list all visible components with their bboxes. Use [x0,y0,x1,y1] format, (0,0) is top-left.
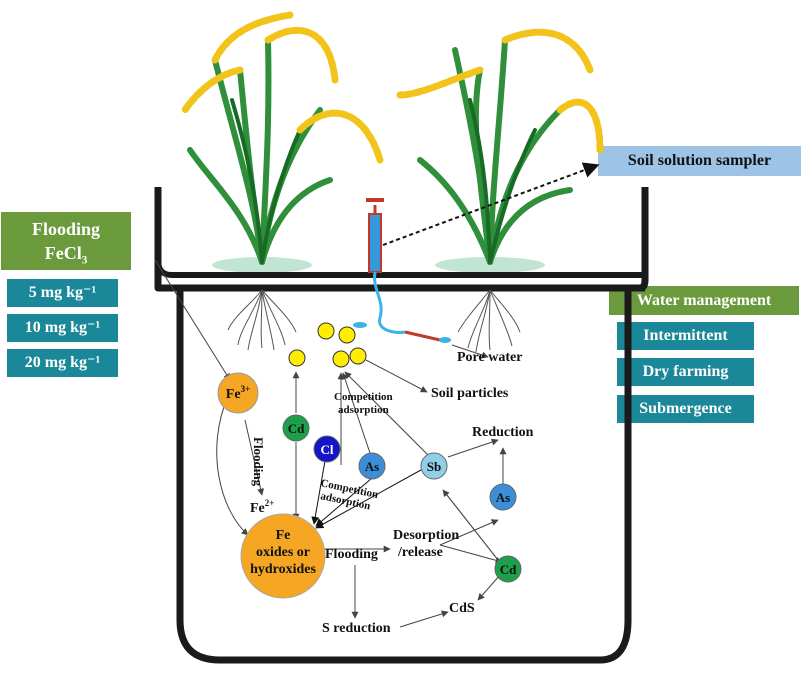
competition-adsorption-top-1: Competition [334,391,393,403]
soil-particles-label: Soil particles [431,386,509,401]
intermittent-box: Intermittent [617,322,754,350]
flooding-bottom-label: Flooding [325,547,378,562]
syringe-sampler-icon [353,198,451,343]
svg-text:Fe3+: Fe3+ [226,384,250,402]
reduction-label: Reduction [472,425,534,440]
submergence-box: Submergence [617,395,754,423]
pot-outline [154,187,649,664]
dose-5-box: 5 mg kg⁻¹ [7,279,118,307]
sb-circle [420,452,448,480]
s-reduction-label: S reduction [322,621,391,636]
desorption-label-2: /release [397,545,443,560]
fe-oxides-label-2: oxides or [256,545,310,560]
flooding-vertical-label: Flooding [251,437,266,487]
fe3-circle [217,372,259,414]
fe2-label: Fe2+ [250,498,274,516]
cd-circle-lower [494,555,522,583]
cl-circle [313,435,341,463]
fecl3-label: FeCl3 [44,243,88,267]
svg-text:Cl: Cl [321,442,334,457]
rice-plant-right-icon [396,28,604,273]
flooding-fecl3-box: Flooding FeCl3 [1,212,131,270]
water-management-box: Water management [609,286,799,315]
fe-oxides-circle [240,513,326,599]
competition-adsorption-top-2: adsorption [338,404,389,416]
fe-oxides-label-3: hydroxides [250,562,316,577]
flooding-title: Flooding [31,219,101,239]
soil-solution-sampler-box: Soil solution sampler [598,146,801,176]
soil-particles [288,322,367,368]
roots-right-icon [457,289,521,353]
roots-left-icon [227,289,297,351]
rice-plant-left-icon [181,11,384,273]
svg-text:Sb: Sb [427,459,441,474]
svg-text:As: As [365,459,379,474]
fe-oxides-label-1: Fe [276,528,291,543]
desorption-label-1: Desorption [393,528,459,543]
dose-10-box: 10 mg kg⁻¹ [7,314,118,342]
cd-circle-upper [282,414,310,442]
svg-text:As: As [496,490,510,505]
svg-text:Cd: Cd [500,562,517,577]
dry-farming-box: Dry farming [617,358,754,386]
dose-20-box: 20 mg kg⁻¹ [7,349,118,377]
as-circle-lower [489,483,517,511]
pore-water-label: Pore water [457,350,522,365]
as-circle-upper [358,452,386,480]
cds-label: CdS [449,601,475,616]
svg-text:Cd: Cd [288,421,305,436]
